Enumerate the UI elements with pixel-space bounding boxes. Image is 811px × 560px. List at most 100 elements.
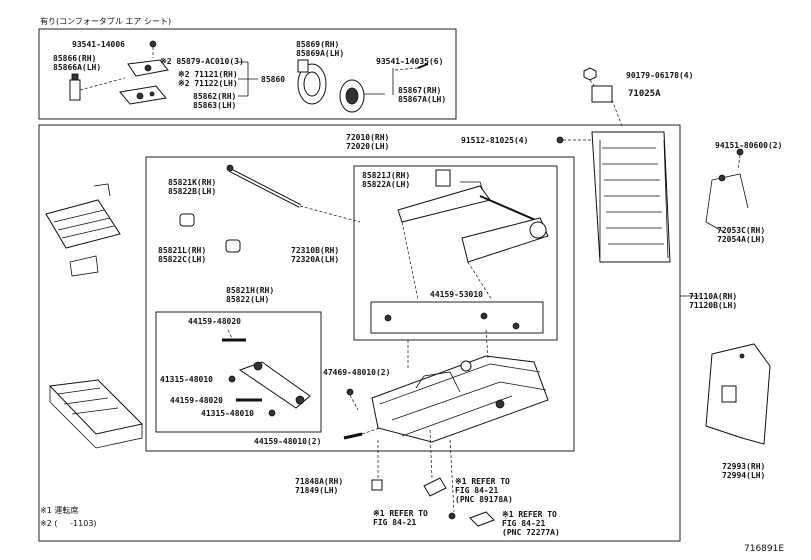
label-93541-14006: 93541-14006 [72,40,125,49]
label-71120b-lh: 71120B(LH) [689,301,738,310]
pump-85862 [119,85,167,105]
label-71122-lh: ※2 71122(LH) [178,79,238,88]
label-44159-48010: 44159-48010(2) [254,437,322,446]
label-72054a-lh: 72054A(LH) [717,235,766,244]
blower-85867 [339,79,365,113]
rod-85821k [226,164,361,223]
label-85862: 85862(RH) 85863(LH) [193,92,236,110]
link-lifter [238,361,311,409]
nut-41315-48010a [228,375,236,383]
label-85879: ※2 85879-AC010(3) [160,57,244,66]
label-85821l-rh: 85821L(RH) [158,246,207,255]
label-85860: 85860 [261,75,286,84]
label-85822a-lh: 85822A(LH) [362,180,411,189]
label-71849-lh: 71849(LH) [295,486,339,495]
motor-85822a [435,169,485,195]
footnote-2: ※2 ( -1103) [40,519,97,528]
label-85821k: 85821K(RH) 85822B(LH) [168,178,216,196]
reference-89178a-line3: (PNC 89178A) [455,495,513,504]
label-85821h-rh: 85821H(RH) [226,286,275,295]
label-85867-rh: 85867(RH) [398,86,442,95]
label-41315-48010-b: 41315-48010 [201,409,254,418]
nut-90179 [583,67,597,89]
blower-85869 [297,59,327,105]
label-85869a-lh: 85869A(LH) [296,49,345,58]
clip-94151 [736,148,744,171]
cover-72993 [705,343,771,445]
bushing-85822c [225,239,241,253]
label-72320a-lh: 72320A(LH) [291,255,340,264]
figure-id: 716891E [744,544,785,554]
label-85862-rh: 85862(RH) [193,92,237,101]
lifter-frame [155,311,322,433]
reference-fig-84-21: ※1 REFER TO FIG 84-21 [373,509,428,527]
bolt-44159-53010 [384,312,520,330]
recliner-frame [353,165,558,341]
label-91512: 91512-81025(4) [461,136,529,145]
label-85867: 85867(RH) 85867A(LH) [398,86,446,104]
collar-47469 [346,388,359,411]
label-85866: 85866(RH) 85866A(LH) [53,54,101,72]
bolt-44159-48010 [343,427,381,440]
label-90179: 90179-06178(4) [626,71,694,80]
bolt-91512 [556,136,610,144]
label-85867a-lh: 85867A(LH) [398,95,447,104]
label-85866a-lh: 85866A(LH) [53,63,102,72]
label-72993: 72993(RH) 72994(LH) [722,462,765,480]
seat-back-frame [591,131,671,263]
label-44159-53010: 44159-53010 [430,290,483,299]
label-71848a: 71848A(RH) 71849(LH) [295,477,343,495]
label-71848a-rh: 71848A(RH) [295,477,344,486]
label-72020-lh: 72020(LH) [346,142,390,151]
bracket-85860 [238,61,258,97]
section-title: 有り(コンフォータブル エア シート) [40,17,172,26]
reference-72277a-line2: FIG 84-21 [502,519,546,528]
pin-44159-48020a [222,329,246,342]
label-41315-48010-a: 41315-48010 [160,375,213,384]
bushing-85822b [179,213,195,227]
label-72993-rh: 72993(RH) [722,462,766,471]
screw-93541-14035 [394,63,429,71]
label-44159-48020-b: 44159-48020 [170,396,223,405]
recliner-72310b [397,185,549,301]
label-85821h: 85821H(RH) 85822(LH) [226,286,274,304]
reference-72277a-line1: ※1 REFER TO [502,510,557,519]
main-frame [38,124,681,542]
label-85821j-rh: 85821J(RH) [362,171,411,180]
label-85822-lh: 85822(LH) [226,295,270,304]
screw-93541-14006 [149,40,157,58]
reference-89178a-line2: FIG 84-21 [455,486,499,495]
reference-fig-line2: FIG 84-21 [373,518,417,527]
reference-72277a: ※1 REFER TO FIG 84-21 (PNC 72277A) [502,510,560,537]
adjuster-frame [145,156,575,452]
wire-72053c [705,173,749,233]
label-72010: 72010(RH) 72020(LH) [346,133,389,151]
label-72053c-rh: 72053C(RH) [717,226,766,235]
seat-track [371,329,549,443]
label-71110a-rh: 71110A(RH) [689,292,738,301]
label-85822c-lh: 85822C(LH) [158,255,207,264]
box-71025a [591,85,623,127]
bolt-set-frame [370,301,544,334]
label-72994-lh: 72994(LH) [722,471,766,480]
label-85821j: 85821J(RH) 85822A(LH) [362,171,410,189]
cover-71848a [371,440,383,491]
reference-fig-line1: ※1 REFER TO [373,509,428,518]
label-72053c: 72053C(RH) 72054A(LH) [717,226,765,244]
label-85822b-lh: 85822B(LH) [168,187,217,196]
comfort-seat-frame [38,28,457,120]
label-44159-48020-a: 44159-48020 [188,317,241,326]
label-85863-lh: 85863(LH) [193,101,237,110]
label-93541-14035: 93541-14035(6) [376,57,444,66]
pump-71121 [127,59,169,77]
reference-89178a-line1: ※1 REFER TO [455,477,510,486]
label-71121-rh: ※2 71121(RH) [178,70,238,79]
label-85869: 85869(RH) 85869A(LH) [296,40,344,58]
label-85821k-rh: 85821K(RH) [168,178,217,187]
label-72310b: 72310B(RH) 72320A(LH) [291,246,339,264]
cushion-valve-85866 [69,73,126,101]
label-72010-rh: 72010(RH) [346,133,390,142]
label-85866-rh: 85866(RH) [53,54,97,63]
